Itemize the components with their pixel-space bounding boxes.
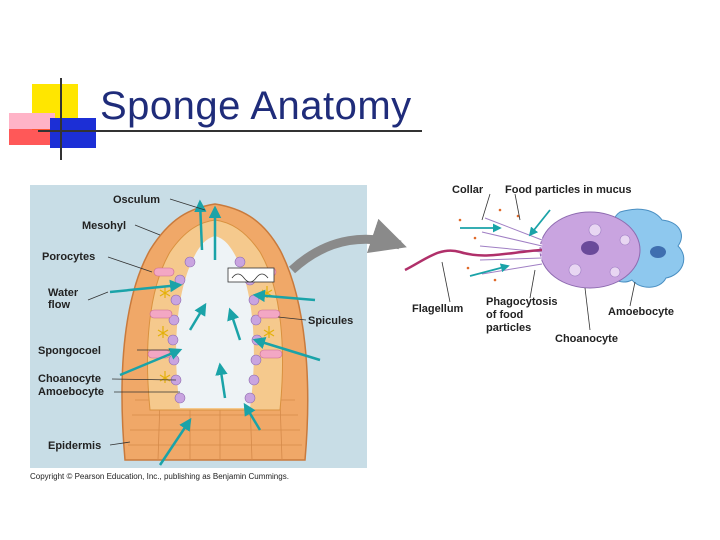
label-phagocytosis-2: of food — [486, 309, 523, 321]
label-collar: Collar — [452, 184, 484, 196]
title-underline — [38, 130, 422, 132]
flagellum — [404, 248, 543, 272]
label-water: Water — [48, 287, 79, 299]
decor-pink-square — [9, 113, 55, 129]
label-food-particles: Food particles in mucus — [505, 184, 632, 196]
label-spicules: Spicules — [308, 315, 353, 327]
left-leader-lines — [87, 198, 307, 446]
label-osculum: Osculum — [113, 194, 160, 206]
slide-title: Sponge Anatomy — [100, 84, 412, 128]
label-choanocyte-right: Choanocyte — [555, 333, 618, 345]
right-leader-lines — [441, 193, 636, 331]
sponge-anatomy-diagram: Osculum Mesohyl Porocytes Water flow Spo… — [30, 184, 685, 481]
label-amoebocyte-right: Amoebocyte — [608, 306, 674, 318]
zoom-callout-squiggle — [231, 273, 269, 283]
decor-blue-square — [50, 118, 96, 148]
water-flow-arrows — [109, 199, 321, 466]
choanocyte-detail — [404, 208, 685, 289]
label-phagocytosis-1: Phagocytosis — [486, 296, 558, 308]
label-choanocyte-left: Choanocyte — [38, 373, 101, 385]
label-spongocoel: Spongocoel — [38, 345, 101, 357]
label-flagellum: Flagellum — [412, 303, 464, 315]
decor-vertical-line — [60, 78, 62, 160]
label-epidermis: Epidermis — [48, 440, 101, 452]
label-amoebocyte-left: Amoebocyte — [38, 386, 104, 398]
label-phagocytosis-3: particles — [486, 322, 531, 334]
spicules — [157, 286, 275, 383]
label-porocytes: Porocytes — [42, 251, 95, 263]
zoom-arrow — [288, 218, 407, 274]
copyright-text: Copyright © Pearson Education, Inc., pub… — [30, 472, 289, 481]
label-flow: flow — [48, 299, 70, 311]
label-mesohyl: Mesohyl — [82, 220, 126, 232]
